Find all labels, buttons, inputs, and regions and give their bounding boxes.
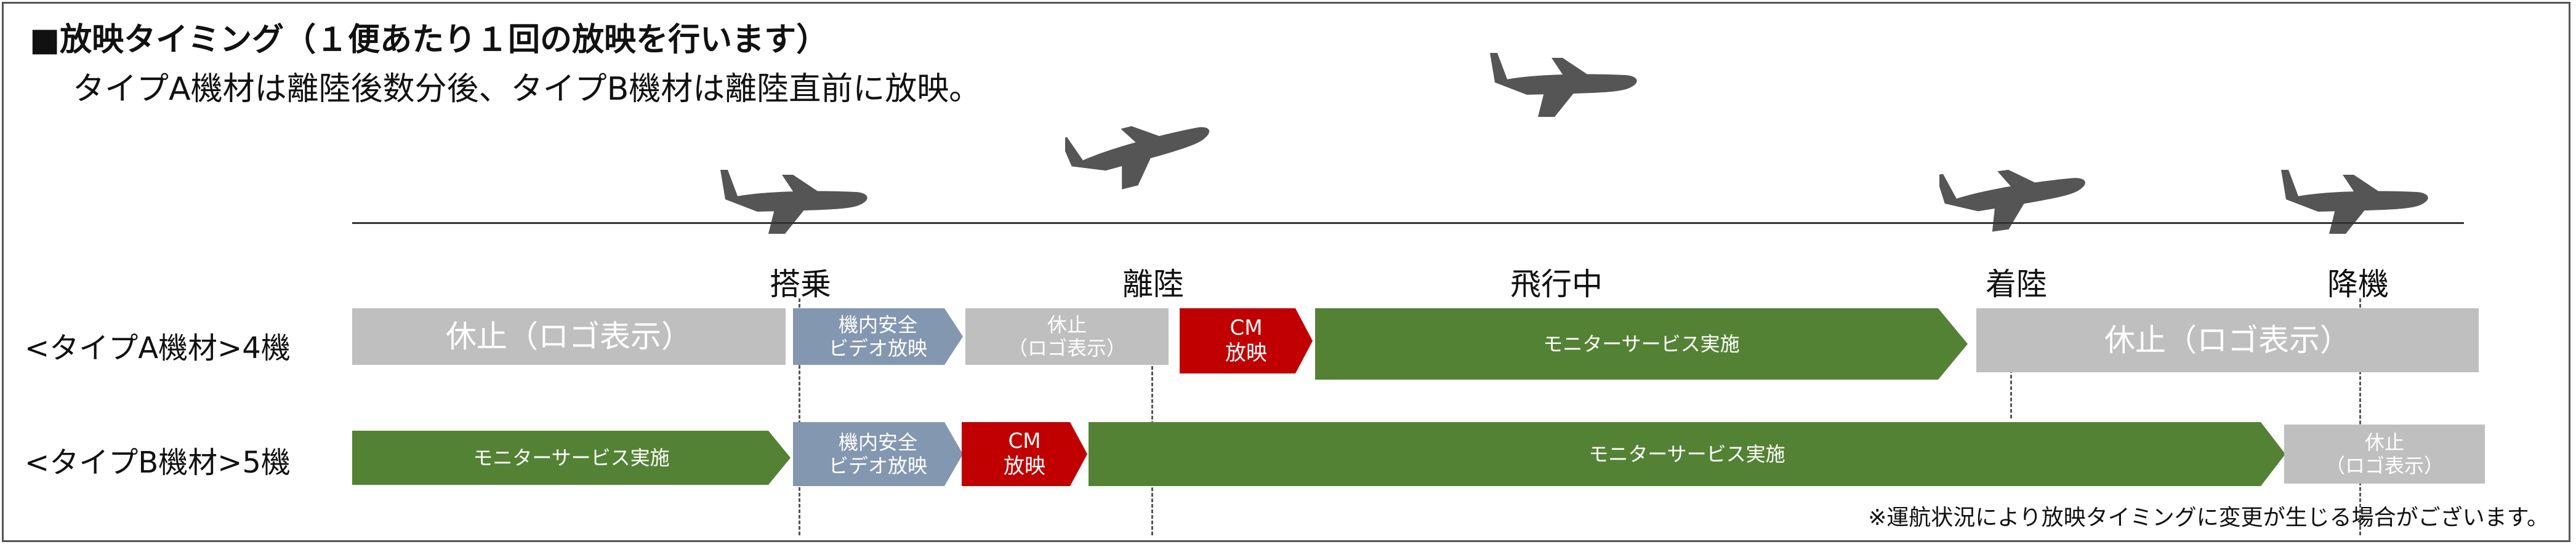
guide-line-landing (2010, 369, 2012, 418)
type-a-monitor-service: モニターサービス実施 (1315, 308, 1968, 380)
segment-label-line1: 機内安全 (838, 313, 917, 337)
segment-label-line1: CM (1230, 316, 1263, 341)
type-b-monitor-service: モニターサービス実施 (1089, 422, 2285, 486)
guide-line-boarding (799, 298, 800, 535)
row-label-type-b: <タイプB機材>5機 (25, 445, 291, 480)
segment-label-line2: ビデオ放映 (828, 337, 927, 360)
diagram-subtitle: タイプA機材は離陸後数分後、タイプB機材は離陸直前に放映。 (73, 71, 981, 108)
phase-boarding: 搭乗 (770, 266, 831, 302)
phase-cruise: 飛行中 (1510, 266, 1603, 302)
segment-label: 休止（ロゴ表示） (446, 319, 692, 354)
airplane-icon (2281, 170, 2428, 234)
phase-takeoff: 離陸 (1122, 266, 1184, 302)
timeline-line (352, 222, 2464, 224)
guide-line-deplane (2359, 298, 2361, 535)
segment-label: モニターサービス実施 (473, 445, 670, 469)
segment-label-line2: 放映 (1004, 454, 1045, 479)
phase-deplane: 降機 (2327, 266, 2389, 302)
airplane-icon (1939, 154, 2090, 239)
type-b-safety-video: 機内安全 ビデオ放映 (793, 422, 963, 486)
type-b-cm-broadcast: CM 放映 (962, 422, 1087, 486)
type-a-safety-video: 機内安全 ビデオ放映 (793, 308, 963, 365)
type-b-pause-logo: 休止 （ロゴ表示） (2284, 425, 2485, 484)
footnote: ※運航状況により放映タイミングに変更が生じる場合がございます。 (1868, 505, 2549, 530)
segment-label-line1: 休止 (2364, 430, 2404, 454)
type-a-pause-logo-short: 休止 （ロゴ表示） (965, 308, 1169, 365)
type-a-pause-logo-end: 休止（ロゴ表示） (1976, 308, 2479, 372)
airplane-icon (1490, 53, 1637, 117)
segment-label-line2: （ロゴ表示） (2325, 454, 2444, 477)
airplane-icon (1065, 105, 1218, 197)
segment-label: 休止（ロゴ表示） (2104, 322, 2351, 358)
type-a-cm-broadcast: CM 放映 (1180, 308, 1313, 373)
type-a-pause-logo: 休止（ロゴ表示） (352, 308, 786, 365)
segment-label: モニターサービス実施 (1543, 332, 1740, 356)
segment-label-line2: （ロゴ表示） (1007, 337, 1126, 360)
segment-label-line1: CM (1008, 429, 1041, 454)
phase-landing: 着陸 (1986, 266, 2047, 302)
airplane-icon (720, 170, 867, 234)
segment-label-line2: 放映 (1225, 341, 1267, 365)
type-b-monitor-service-start: モニターサービス実施 (352, 431, 791, 485)
segment-label-line1: 休止 (1047, 313, 1087, 337)
diagram-title: ■放映タイミング（１便あたり１回の放映を行います） (30, 22, 829, 58)
row-label-type-a: <タイプA機材>4機 (25, 331, 291, 365)
segment-label-line1: 機内安全 (838, 430, 917, 454)
segment-label: モニターサービス実施 (1588, 442, 1785, 466)
segment-label-line2: ビデオ放映 (828, 454, 927, 477)
